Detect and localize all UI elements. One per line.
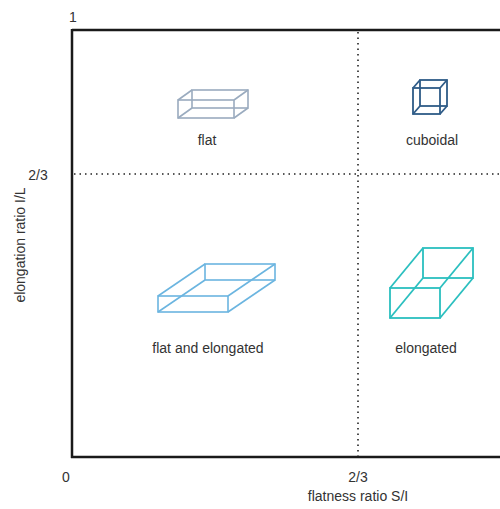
class-label: cuboidal xyxy=(406,132,458,149)
class-label: flat and elongated xyxy=(152,340,263,357)
axis-tick: 0 xyxy=(62,469,70,486)
divider-horizontal xyxy=(74,173,500,175)
axis-tick: 1 xyxy=(69,9,77,26)
top-border xyxy=(72,29,500,32)
divider-vertical xyxy=(357,32,359,456)
axis-title: flatness ratio S/I xyxy=(308,488,408,505)
flat-box-icon xyxy=(178,90,248,118)
x-axis xyxy=(71,456,500,459)
class-label: elongated xyxy=(395,340,457,357)
class-label: flat xyxy=(198,132,217,149)
flat-elongated-icon xyxy=(158,264,275,312)
axis-title: elongation ratio I/L xyxy=(12,187,29,302)
elongated-icon xyxy=(390,248,473,318)
axis-tick: 2/3 xyxy=(348,469,367,486)
cube-icon xyxy=(413,80,447,114)
axis-tick: 2/3 xyxy=(28,167,47,184)
y-axis xyxy=(71,29,74,458)
